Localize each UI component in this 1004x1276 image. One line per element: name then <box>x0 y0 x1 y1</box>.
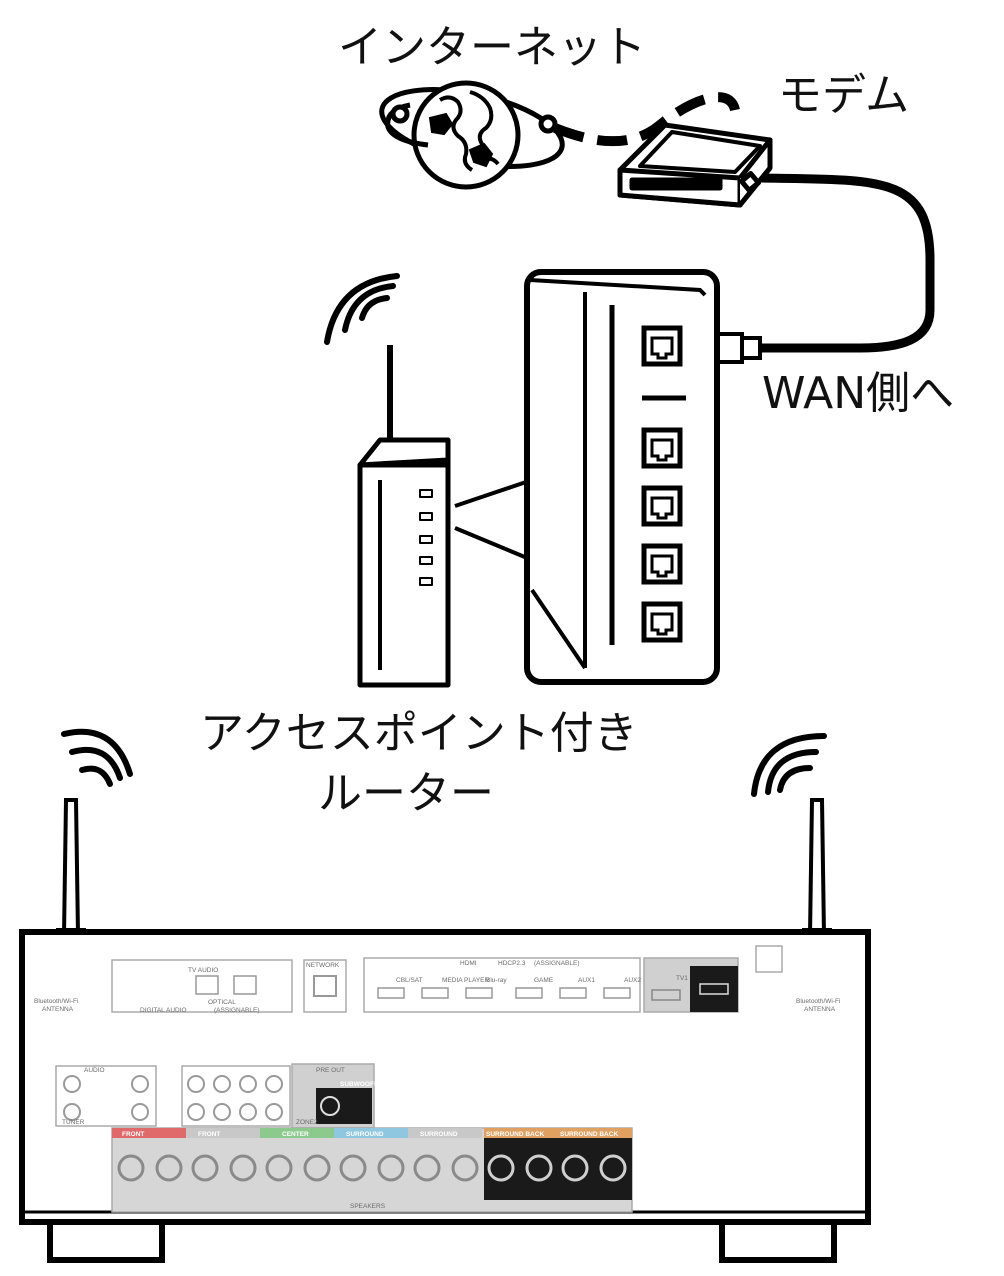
internet-label: インターネット <box>338 22 646 73</box>
tuner-label: TUNER <box>62 1119 85 1126</box>
router-icon <box>357 345 451 688</box>
digital-audio-assignable: (ASSIGNABLE) <box>214 1007 260 1014</box>
internet-globe-icon <box>379 80 565 190</box>
center-color-band <box>260 1128 334 1138</box>
av-receiver: Bluetooth/Wi-Fi ANTENNA Bluetooth/Wi-Fi … <box>19 929 871 1263</box>
right-antenna-label-2: ANTENNA <box>804 1006 836 1013</box>
subwoofer-label: SUBWOOFER <box>340 1081 383 1088</box>
hdcp-label: HDCP2.3 <box>498 960 526 967</box>
front-a-color-band <box>112 1128 186 1138</box>
zone2-label: ZONE2 <box>296 1119 318 1126</box>
tv-audio-label: TV AUDIO <box>188 967 218 974</box>
hdmi-input-5: AUX1 <box>578 977 595 984</box>
speaker-group-4: SURROUND <box>346 1131 384 1138</box>
digital-audio-label: DIGITAL AUDIO <box>140 1007 187 1014</box>
lan-port-3 <box>641 543 683 585</box>
hdmi-out-label: TV1 <box>676 975 688 982</box>
speaker-group-3: CENTER <box>282 1131 309 1138</box>
hdmi-input-2: MEDIA PLAYER <box>442 977 490 984</box>
left-antenna-label-1: Bluetooth/Wi-Fi <box>34 998 78 1005</box>
hdmi-input-6: AUX2 <box>624 977 641 984</box>
internet-cable <box>553 92 740 147</box>
speaker-group-7: SURROUND BACK <box>560 1131 618 1138</box>
surround-color-band <box>334 1128 408 1138</box>
zoom-callout <box>454 478 533 562</box>
modem-label: モデム <box>778 70 909 121</box>
router-label-line1: アクセスポイント付き <box>200 708 638 759</box>
right-antenna-label-1: Bluetooth/Wi-Fi <box>796 998 840 1005</box>
hdmi-in-label: HDMI <box>460 960 477 967</box>
lan-port-4 <box>641 601 683 643</box>
router-wifi-waves-icon <box>324 273 400 345</box>
router-ports-zoom <box>524 269 720 685</box>
router-label-line2: ルーター <box>318 768 494 819</box>
modem-icon <box>617 122 773 208</box>
receiver-right-wifi-icon <box>751 733 827 797</box>
assignable-label: (ASSIGNABLE) <box>534 960 580 967</box>
speakers-label: SPEAKERS <box>350 1203 386 1210</box>
receiver-left-wifi-icon <box>61 728 133 787</box>
hdmi-input-1: CBL/SAT <box>396 977 423 984</box>
wan-label: WAN側へ <box>762 368 954 419</box>
analog-audio-label: AUDIO <box>84 1067 105 1074</box>
left-antenna-label-2: ANTENNA <box>42 1006 74 1013</box>
wan-cable <box>760 173 935 353</box>
lan-port-2 <box>641 485 683 527</box>
lan-port-1 <box>641 427 683 469</box>
hdmi-input-3: Blu-ray <box>486 977 507 984</box>
network-port-label: NETWORK <box>306 962 340 969</box>
hdmi-input-4: GAME <box>534 977 554 984</box>
wan-port <box>641 325 683 367</box>
speaker-group-6: SURROUND BACK <box>486 1131 544 1138</box>
pre-out-label: PRE OUT <box>316 1067 345 1074</box>
speaker-group-5: SURROUND <box>420 1131 458 1138</box>
speaker-group-2: FRONT <box>198 1131 220 1138</box>
optical-label: OPTICAL <box>208 999 236 1006</box>
speaker-group-1: FRONT <box>122 1131 144 1138</box>
